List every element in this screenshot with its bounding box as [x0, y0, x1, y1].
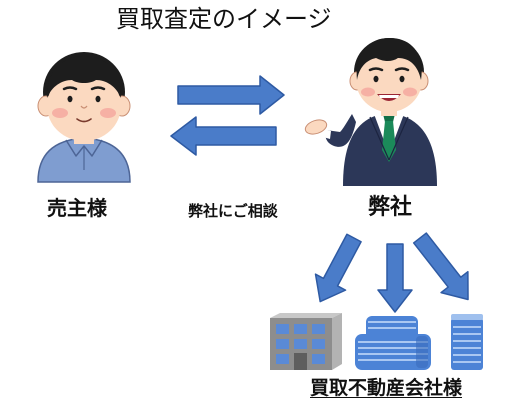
- tower-stripe: [453, 347, 481, 349]
- staff-left-cheek: [361, 87, 375, 97]
- seller-right-cheek: [100, 108, 116, 118]
- tower-body: [451, 318, 483, 370]
- staff-lapels: [369, 116, 409, 161]
- seller-right-eyebrow: [90, 86, 106, 91]
- building-gray-side: [332, 313, 342, 370]
- building-blue-tower-icon: [451, 314, 483, 370]
- company-staff-figure: [304, 38, 437, 186]
- building-stripe: [368, 327, 416, 329]
- building-window: [276, 354, 289, 364]
- arrow-down-right-shape: [412, 232, 469, 301]
- buyers-label: 買取不動産会社様: [310, 377, 463, 399]
- tower-stripe: [453, 326, 481, 328]
- tower-stripe: [453, 361, 481, 363]
- seller-left-eyebrow: [62, 86, 78, 91]
- building-stripe: [358, 347, 428, 349]
- building-window: [294, 324, 307, 334]
- staff-hair-fringe: [356, 38, 422, 80]
- arrow-to-buyer-center: [377, 243, 413, 313]
- tower-stripe: [453, 333, 481, 335]
- arrow-to-buyer-left: [314, 233, 362, 303]
- building-window: [312, 324, 325, 334]
- building-blue-office-icon: [355, 316, 431, 370]
- staff-right-cheek: [403, 87, 417, 97]
- staff-teeth: [379, 95, 399, 98]
- staff-right-eye: [399, 75, 405, 83]
- staff-arm-sleeve: [325, 114, 356, 147]
- building-stripe: [368, 321, 416, 323]
- seller-nose: [80, 105, 88, 109]
- tower-stripe: [453, 340, 481, 342]
- staff-right-eyebrow: [394, 67, 410, 72]
- staff-face: [356, 48, 422, 112]
- seller-right-eye: [95, 95, 101, 103]
- building-door: [294, 353, 307, 370]
- arrow-to-buyer-right: [412, 232, 469, 301]
- building-window: [294, 339, 307, 349]
- tower-stripe: [453, 354, 481, 356]
- consult-label: 弊社にご相談: [188, 202, 278, 220]
- diagram-title: 買取査定のイメージ: [116, 5, 332, 33]
- arrow-down-center-shape: [377, 243, 413, 313]
- staff-cuff: [323, 129, 331, 139]
- company-label: 弊社: [368, 195, 413, 220]
- seller-label: 売主様: [47, 196, 107, 220]
- arrow-down-left-shape: [314, 233, 362, 303]
- building-window: [276, 324, 289, 334]
- building-window: [276, 339, 289, 349]
- building-window: [312, 354, 325, 364]
- building-stripe: [358, 353, 428, 355]
- seller-mouth: [76, 118, 92, 123]
- building-shade: [416, 336, 428, 368]
- seller-hair-fringe: [46, 56, 122, 98]
- arrow-left-to-seller: [170, 116, 277, 156]
- building-gray-roof: [270, 313, 342, 318]
- seller-left-eye: [67, 95, 73, 103]
- seller-figure: [37, 52, 131, 183]
- building-stripe: [358, 359, 428, 361]
- tower-cap: [451, 314, 483, 320]
- staff-left-eye: [373, 75, 379, 83]
- seller-left-cheek: [52, 108, 68, 118]
- building-gray-icon: [270, 313, 342, 370]
- building-stripe: [358, 341, 428, 343]
- arrow-right-to-company: [177, 75, 285, 115]
- staff-left-eyebrow: [368, 67, 384, 72]
- staff-hand: [304, 119, 328, 135]
- building-window: [312, 339, 325, 349]
